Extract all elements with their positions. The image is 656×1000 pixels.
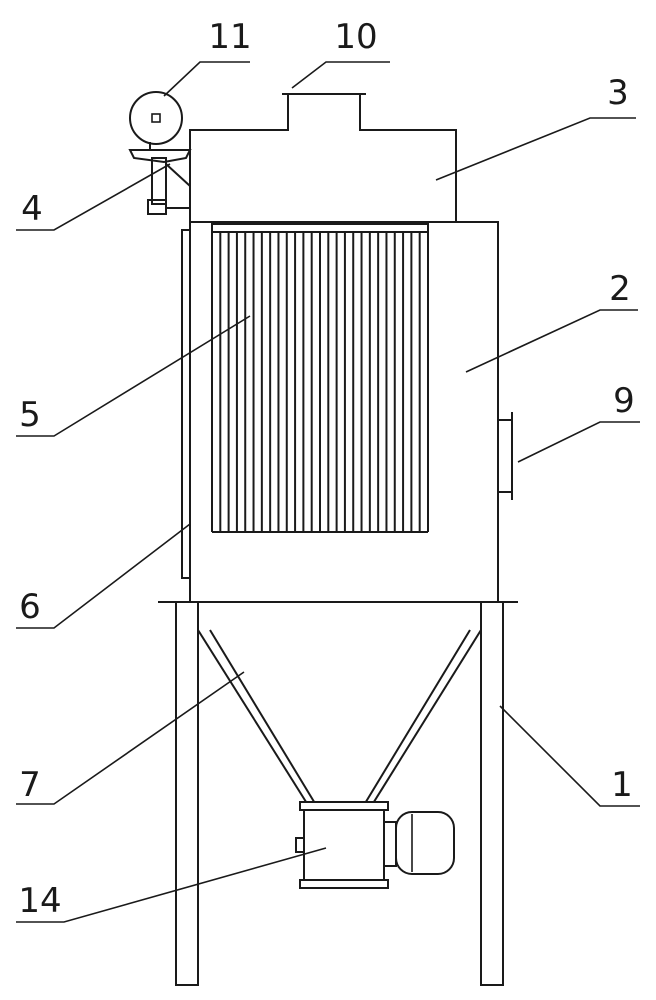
hopper-left-side-inner	[209, 629, 317, 806]
side-door	[181, 229, 191, 579]
label-14: 14	[18, 881, 61, 921]
leader-1	[499, 705, 640, 807]
leader-4	[16, 163, 171, 231]
inlet-flange	[497, 419, 513, 493]
label-11: 11	[208, 17, 251, 57]
valve-bottom-flange	[299, 879, 389, 889]
label-4: 4	[21, 189, 43, 229]
leader-5	[16, 315, 251, 437]
tube-sheet	[211, 223, 429, 233]
motor-coupling	[383, 821, 397, 867]
valve-knob	[295, 837, 305, 853]
discharge-valve	[295, 801, 455, 889]
leader-9	[517, 421, 640, 463]
leader-2	[465, 309, 638, 373]
motor-body	[395, 811, 455, 875]
fan-housing	[129, 91, 183, 145]
hopper-left-side	[197, 629, 309, 806]
leader-14	[16, 847, 327, 923]
bag-line-group	[219, 232, 421, 532]
label-3: 3	[607, 73, 629, 113]
label-10: 10	[334, 17, 377, 57]
header-pipe	[128, 149, 192, 164]
fan-hub	[151, 113, 161, 123]
callout-labels: 10 11 3 4 2 5 9 6 7 1 14	[18, 17, 634, 921]
right-leg	[480, 601, 504, 986]
label-2: 2	[609, 269, 631, 309]
valve-brace	[165, 163, 191, 187]
label-5: 5	[19, 395, 41, 435]
label-1: 1	[611, 765, 633, 805]
label-6: 6	[19, 587, 41, 627]
hopper-right-side-inner	[363, 629, 471, 806]
pulse-assembly	[128, 91, 192, 215]
left-leg	[175, 601, 199, 986]
hopper-right-side	[371, 629, 482, 806]
valve-foot	[147, 199, 167, 215]
leader-11	[163, 61, 250, 97]
leader-7	[16, 671, 245, 805]
label-7: 7	[19, 765, 41, 805]
hopper	[197, 629, 482, 806]
valve-top-flange	[299, 801, 389, 811]
plenum-outline	[189, 93, 457, 222]
leader-lines	[16, 61, 640, 923]
valve-body	[303, 809, 385, 881]
label-9: 9	[613, 381, 635, 421]
leader-10	[291, 61, 390, 89]
filter-housing	[181, 221, 513, 603]
leader-3	[435, 117, 636, 181]
support-frame	[158, 601, 518, 986]
filter-bags	[211, 223, 429, 533]
valve-riser	[151, 157, 167, 205]
top-plenum	[189, 93, 457, 222]
leader-6	[16, 523, 191, 629]
